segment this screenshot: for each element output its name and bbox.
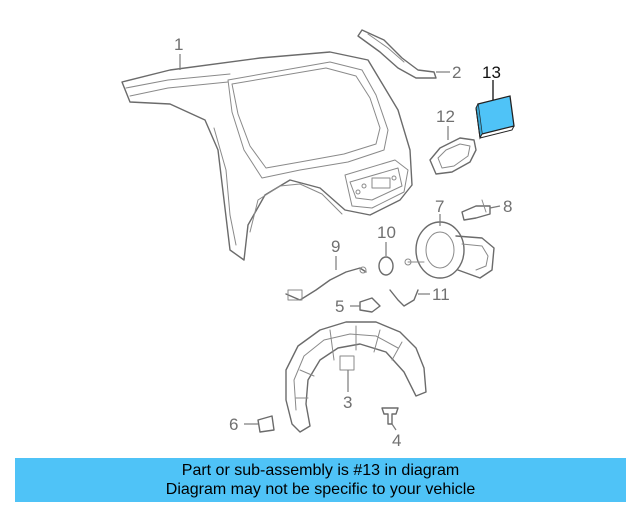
callout-3: 3 — [343, 393, 352, 412]
callout-8: 8 — [503, 197, 512, 216]
fuel-door-housing-part — [429, 137, 477, 175]
callout-6: 6 — [229, 415, 238, 434]
callout-2: 2 — [452, 63, 461, 82]
callout-4: 4 — [392, 431, 401, 450]
callout-5: 5 — [335, 297, 344, 316]
info-banner: Part or sub-assembly is #13 in diagram D… — [15, 458, 626, 502]
hose-part — [389, 289, 419, 307]
banner-line-2: Diagram may not be specific to your vehi… — [165, 481, 476, 498]
wheel-liner-part — [285, 321, 427, 433]
grommet-part — [378, 256, 394, 276]
highlighted-part-13 — [475, 95, 515, 140]
parts-diagram: 1 2 13 12 7 8 10 9 5 11 3 4 6 — [121, 29, 515, 450]
callout-labels: 1 2 13 12 7 8 10 9 5 11 3 4 6 — [174, 35, 512, 450]
cable-part — [285, 266, 367, 301]
callout-leaders — [179, 54, 501, 431]
clip-part-6 — [257, 415, 275, 433]
banner-line-1: Part or sub-assembly is #13 in diagram — [181, 462, 460, 479]
push-clip-part — [381, 407, 399, 425]
clip-part-5 — [359, 297, 381, 313]
callout-13: 13 — [482, 63, 501, 82]
callout-9: 9 — [331, 237, 340, 256]
clip-part-8 — [461, 199, 491, 221]
callout-7: 7 — [435, 197, 444, 216]
callout-1: 1 — [174, 35, 183, 54]
molding-part — [357, 29, 437, 79]
callout-12: 12 — [436, 107, 455, 126]
fuel-door-part — [404, 221, 495, 279]
quarter-panel-part — [121, 51, 413, 261]
callout-11: 11 — [432, 285, 450, 304]
callout-10: 10 — [377, 223, 396, 242]
